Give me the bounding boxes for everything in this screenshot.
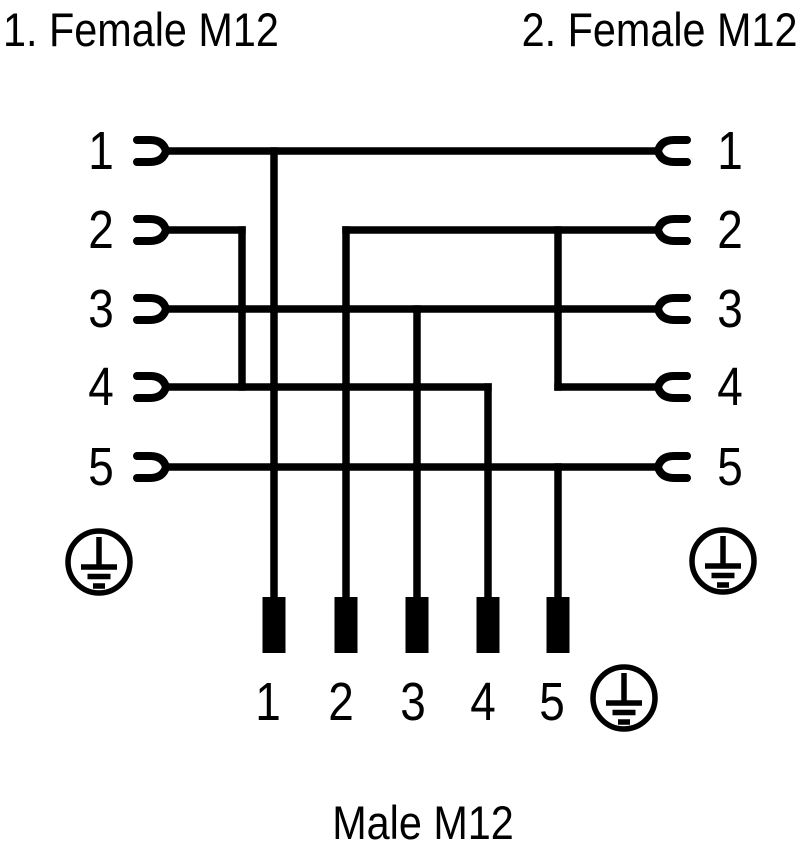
- male-pin4-label: 4: [470, 672, 496, 732]
- female1-pin5-label: 5: [88, 437, 114, 497]
- female2-pin4-label: 4: [717, 357, 743, 417]
- protective-earth-icon-2: [689, 527, 757, 595]
- female1-pin1-contact-icon: [133, 136, 171, 166]
- female1-pin1-label: 1: [88, 121, 114, 181]
- female1-pin2-label: 2: [88, 200, 114, 260]
- protective-earth-icon-1: [65, 528, 133, 596]
- female1-pin4-contact-icon: [133, 372, 171, 402]
- male-connector-label: Male M12: [332, 796, 514, 849]
- female1-pin3-contact-icon: [133, 294, 171, 324]
- male-pin3-contact-icon: [405, 597, 429, 653]
- female1-pin3-label: 3: [88, 279, 114, 339]
- male-pin2-label: 2: [328, 672, 354, 732]
- female1-connector-label: 1. Female M12: [3, 3, 279, 56]
- female1-pin5-contact-icon: [133, 452, 171, 482]
- female2-pin5-contact-icon: [653, 452, 691, 482]
- male-pin2-contact-icon: [334, 597, 358, 653]
- female2-pin4-contact-icon: [653, 372, 691, 402]
- female2-pin2-contact-icon: [653, 215, 691, 245]
- female2-pin3-contact-icon: [653, 294, 691, 324]
- female2-pin5-label: 5: [717, 437, 743, 497]
- male-pin5-contact-icon: [546, 597, 570, 653]
- protective-earth-icon-3: [590, 664, 658, 732]
- female2-pin2-label: 2: [717, 200, 743, 260]
- female2-pin3-label: 3: [717, 279, 743, 339]
- male-pin4-contact-icon: [476, 597, 500, 653]
- male-pin5-label: 5: [539, 672, 565, 732]
- female2-pin1-contact-icon: [653, 136, 691, 166]
- female2-connector-label: 2. Female M12: [521, 3, 797, 56]
- male-pin3-label: 3: [400, 672, 426, 732]
- male-pin1-contact-icon: [262, 597, 286, 653]
- male-pin1-label: 1: [255, 672, 281, 732]
- female1-pin2-contact-icon: [133, 215, 171, 245]
- female1-pin4-label: 4: [88, 357, 114, 417]
- female2-pin1-label: 1: [717, 121, 743, 181]
